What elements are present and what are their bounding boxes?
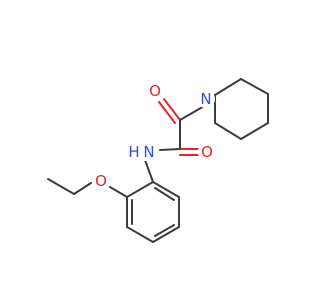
- atom-n-piperidine: N: [197, 90, 215, 108]
- atom-nh-amide: H N: [126, 143, 156, 161]
- bond-ch2-ch3: [47, 178, 75, 195]
- benzene-ring: [126, 181, 180, 243]
- bond: [240, 122, 269, 140]
- molecule-diagram: O N O H N O: [47, 78, 269, 243]
- bond: [126, 181, 154, 198]
- bond-aryl-o: [109, 186, 128, 198]
- oxygen-label: O: [149, 82, 161, 100]
- piperidine-ring: [214, 78, 269, 140]
- bond-o-ch2: [73, 182, 92, 195]
- nitrogen-label: N: [200, 90, 211, 108]
- bond: [240, 78, 269, 95]
- bond: [126, 226, 154, 243]
- oxygen-label: O: [95, 172, 107, 190]
- bond-c1-o-double: [163, 98, 181, 121]
- oxygen-label: O: [201, 143, 213, 161]
- bond: [214, 122, 242, 140]
- atom-o-top: O: [146, 82, 164, 100]
- bond-n-c1: [179, 104, 207, 121]
- bond-c1-o-double: [158, 101, 176, 124]
- bond-inner: [154, 224, 175, 237]
- bond: [152, 226, 180, 243]
- nitrogen-label: N: [143, 143, 154, 161]
- bond-nh-aryl: [144, 159, 154, 183]
- atom-o-ether: O: [92, 172, 110, 190]
- bond: [152, 181, 180, 198]
- atom-o-right: O: [198, 143, 216, 161]
- hydrogen-label: H: [128, 143, 139, 161]
- bond-c2-nh: [159, 148, 181, 151]
- bond-inner: [154, 187, 175, 201]
- bond: [214, 78, 242, 96]
